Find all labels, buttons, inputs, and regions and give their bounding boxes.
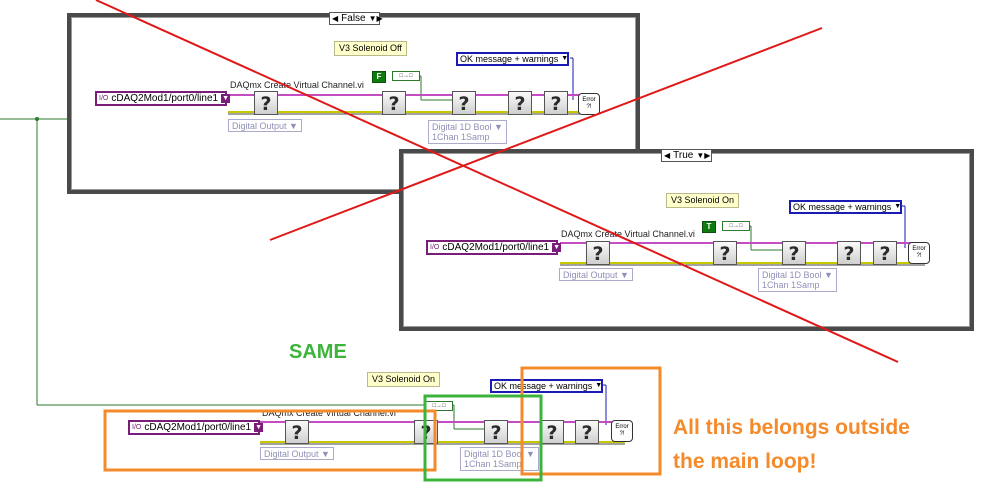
daqmx-create-channel-node[interactable]: ? [254,91,278,115]
io-prefix: I/O [99,95,109,102]
io-prefix: I/O [132,424,142,431]
daqmx-create-channel-node[interactable]: ? [285,420,309,444]
daqmx-node[interactable]: ? [713,241,737,265]
dropdown-arrow-icon: ▼ [894,203,902,210]
ok-message-label: OK message + warnings [494,381,593,391]
outside-annotation-line2: the main loop! [673,450,817,473]
daqmx-node[interactable]: ? [382,91,406,115]
case-label-on: V3 Solenoid On [666,193,740,208]
dropdown-arrow-icon: ▼ [561,55,569,62]
daqmx-node[interactable]: ? [575,420,599,444]
increment-arrow-icon[interactable]: ▼▶ [368,14,383,23]
io-prefix: I/O [430,244,440,251]
daqmx-node[interactable]: ? [837,241,861,265]
channel-name: cDAQ2Mod1/port0/line1 [442,242,550,253]
vi-title-create-channel: DAQmx Create Virtual Channel.vi [230,80,364,90]
case-label-off: V3 Solenoid Off [334,41,407,56]
case-selector-false[interactable]: ◀ False ▼▶ [329,12,383,25]
dropdown-arrow-icon: ▼ [595,382,603,389]
bundle-node[interactable]: □→□ [392,71,420,81]
dropdown-arrow-icon: ▼ [552,243,562,252]
outside-annotation-line1: All this belongs outside [673,416,910,439]
error-handler-node[interactable]: Error ?! [611,420,633,442]
daqmx-node[interactable]: ? [873,241,897,265]
channel-name: cDAQ2Mod1/port0/line1 [111,93,219,104]
error-icon: ?! [619,431,625,437]
sample-mode-selector[interactable]: Digital 1D Bool ▼ 1Chan 1Samp [758,268,837,292]
digital-bool-label: Digital 1D Bool [762,270,822,280]
daqmx-write-node[interactable]: ? [782,241,806,265]
channel-constant[interactable]: I/O cDAQ2Mod1/port0/line1 ▼ [426,240,562,255]
sample-mode-selector[interactable]: Digital 1D Bool ▼ 1Chan 1Samp [428,120,507,144]
sample-mode-selector[interactable]: Digital 1D Bool ▼ 1Chan 1Samp [460,447,539,471]
daqmx-node[interactable]: ? [508,91,532,115]
ok-message-label: OK message + warnings [793,202,892,212]
bundle-node[interactable]: □→□ [722,221,750,231]
daqmx-write-node[interactable]: ? [484,420,508,444]
digital-output-label: Digital Output [264,449,319,459]
digital-bool-label: Digital 1D Bool [432,122,492,132]
daqmx-node[interactable]: ? [544,91,568,115]
digital-output-label: Digital Output [563,270,618,280]
digital-output-selector[interactable]: Digital Output ▼ [559,268,633,281]
error-label: Error [912,246,926,252]
case-selector-label: False [341,13,366,24]
vi-title-create-channel: DAQmx Create Virtual Channel.vi [561,229,695,239]
ok-message-selector[interactable]: OK message + warnings ▼ [789,200,902,214]
case-selector-true[interactable]: ◀ True ▼▶ [661,149,712,162]
decrement-arrow-icon[interactable]: ◀ [332,14,339,23]
bool-constant-false[interactable]: F [372,71,386,83]
increment-arrow-icon[interactable]: ▼▶ [696,151,711,160]
ok-message-selector[interactable]: OK message + warnings ▼ [456,52,569,66]
digital-bool-label: Digital 1D Bool [464,449,524,459]
same-annotation: SAME [289,341,347,363]
error-handler-node[interactable]: Error ?! [908,242,930,264]
channel-constant[interactable]: I/O cDAQ2Mod1/port0/line1 ▼ [95,91,231,106]
outside-loop-annotation: All this belongs outside the main loop! [673,411,910,479]
daqmx-create-channel-node[interactable]: ? [586,241,610,265]
error-icon: ?! [586,104,592,110]
error-label: Error [615,424,629,430]
ok-message-selector[interactable]: OK message + warnings ▼ [490,379,603,393]
channel-name: cDAQ2Mod1/port0/line1 [144,422,252,433]
dropdown-arrow-icon: ▼ [254,423,264,432]
chan-samp-label: 1Chan 1Samp [762,280,820,290]
chan-samp-label: 1Chan 1Samp [464,459,522,469]
case-label-bottom: V3 Solenoid On [367,372,441,387]
ok-message-label: OK message + warnings [460,54,559,64]
error-icon: ?! [916,253,922,259]
channel-constant[interactable]: I/O cDAQ2Mod1/port0/line1 ▼ [128,420,264,435]
daqmx-write-node[interactable]: ? [452,91,476,115]
error-label: Error [582,97,596,103]
bool-constant-true[interactable]: T [702,221,716,233]
digital-output-selector[interactable]: Digital Output ▼ [228,119,302,132]
chan-samp-label: 1Chan 1Samp [432,132,490,142]
case-selector-label: True [673,150,694,161]
digital-output-label: Digital Output [232,121,287,131]
decrement-arrow-icon[interactable]: ◀ [664,151,671,160]
vi-title-create-channel: DAQmx Create Virtual Channel.vi [262,408,396,418]
error-handler-node[interactable]: Error ?! [578,93,600,115]
digital-output-selector[interactable]: Digital Output ▼ [260,447,334,460]
dropdown-arrow-icon: ▼ [221,94,231,103]
daqmx-node[interactable]: ? [540,420,564,444]
